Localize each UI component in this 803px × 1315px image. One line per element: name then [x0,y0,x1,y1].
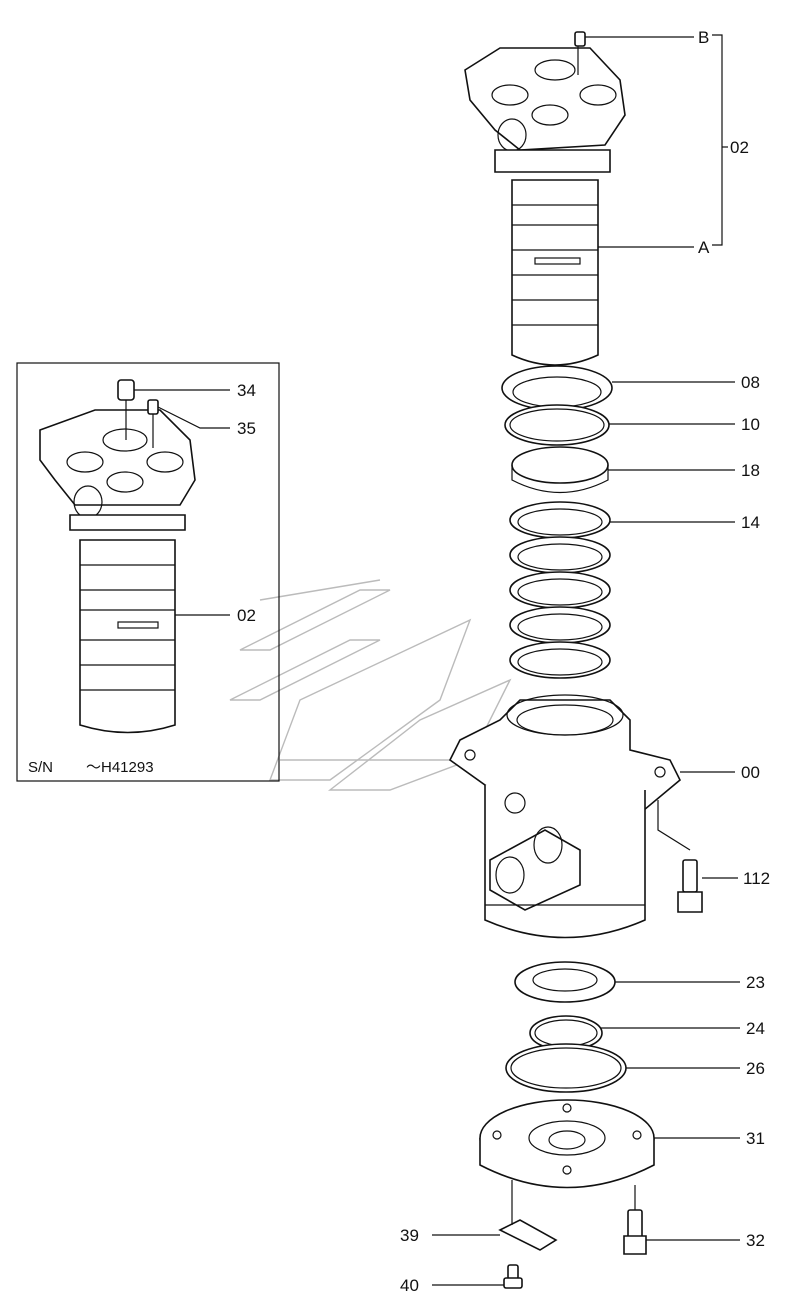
callout-18: 18 [741,461,760,480]
callout-32: 32 [746,1231,765,1250]
callout-112: 112 [743,869,770,888]
inset-callout-34: 34 [237,381,256,400]
callout-02: 02 [730,138,749,157]
part-00-body [448,694,681,939]
callout-a: A [698,238,710,257]
part-02-spindle [464,47,626,366]
callout-23: 23 [746,973,765,992]
serial-range: ～H41293 [86,759,154,776]
plug-35 [147,399,230,448]
callout-b: B [698,28,709,47]
inset-callout-35: 35 [237,419,256,438]
part-39-plate [498,1180,558,1251]
part-112-bolt [657,800,703,913]
callout-26: 26 [746,1059,765,1078]
part-31-cover [479,1099,655,1189]
serial-prefix: S/N [28,759,53,776]
plug-b [574,31,586,47]
part-32-bolt [623,1185,647,1255]
part-14-seal-stack [509,501,611,679]
callout-08: 08 [741,373,760,392]
callout-39: 39 [400,1226,419,1245]
leader-lines [432,34,740,1286]
inset-callout-02: 02 [237,606,256,625]
callout-14: 14 [741,513,760,532]
part-08-seal [501,365,613,411]
part-18-ring [511,446,609,493]
plug-34 [117,379,230,440]
callout-40: 40 [400,1276,419,1295]
part-10-oring [504,404,610,446]
inset-box: 34 35 02 S/N ～H41293 [16,362,280,782]
callout-00: 00 [741,763,760,782]
part-26-oring [505,1043,627,1093]
callout-31: 31 [746,1129,765,1148]
part-40-screw [503,1264,523,1289]
inset-rotor-drawing [39,409,196,734]
part-23-plate [514,961,616,1003]
callout-10: 10 [741,415,760,434]
watermark-logo [229,579,512,791]
callout-24: 24 [746,1019,765,1038]
